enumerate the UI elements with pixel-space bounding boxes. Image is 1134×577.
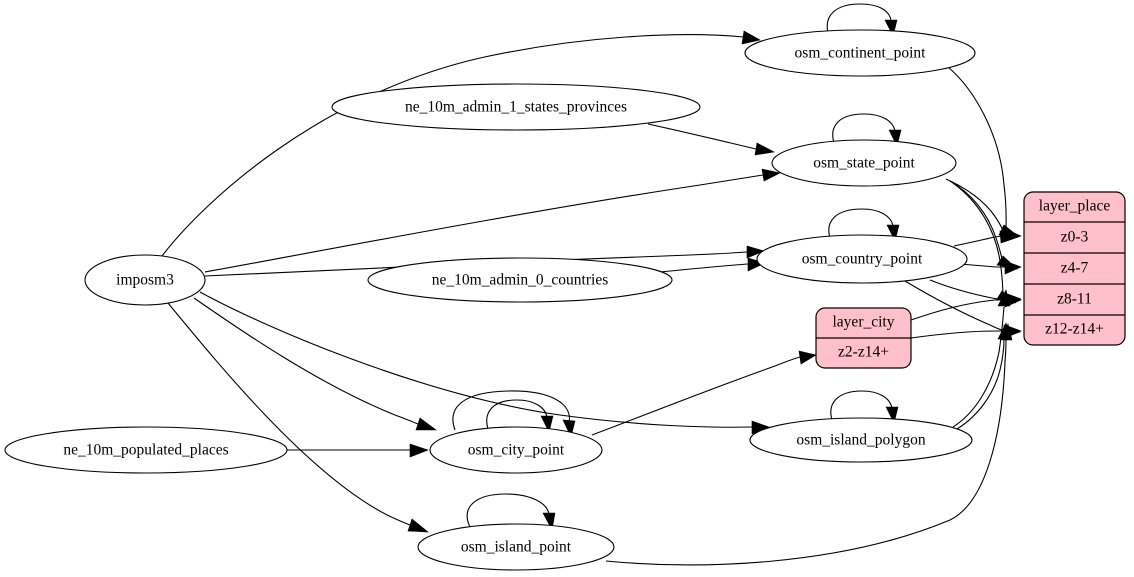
edge-osm-state-point-to-layer-place-z8-11: [952, 182, 1017, 304]
edge-osm-state-point-to-layer-place-z0-3: [945, 178, 1019, 237]
edge-imposm3-to-osm-island-polygon: [199, 291, 770, 435]
node-ne-10m-admin-1-states-provinces[interactable]: ne_10m_admin_1_states_provinces: [331, 83, 701, 131]
edge-imposm3-to-osm-city-point: [193, 297, 437, 431]
edge-osm-country-point-to-layer-place-z4-7: [959, 260, 1022, 275]
edge-osm-city-point-to-layer-city: [591, 350, 817, 436]
edge-imposm3-to-osm-island-point: [167, 302, 429, 533]
edge-ne-populated-to-osm-city-point: [287, 443, 429, 458]
edge-imposm3-to-osm-state-point: [204, 168, 781, 273]
node-osm-island-point[interactable]: osm_island_point: [417, 523, 615, 571]
node-ne-10m-admin-0-countries[interactable]: ne_10m_admin_0_countries: [367, 257, 673, 303]
edge-osm-island-polygon-to-layer-place-z8-11: [952, 289, 1011, 428]
edge-ne-admin0-to-osm-country-point: [659, 257, 766, 273]
edge-osm-continent-point-to-layer-place-z0-3: [947, 66, 1019, 244]
node-osm-country-point[interactable]: osm_country_point: [756, 234, 968, 284]
node-ne-10m-populated-places[interactable]: ne_10m_populated_places: [4, 426, 288, 474]
record-node-layer-place[interactable]: layer_place z0-3 z4-7 z8-11 z12-z14+: [1023, 191, 1126, 346]
node-osm-continent-point[interactable]: osm_continent_point: [744, 29, 976, 77]
edge-layer: [161, 3, 1022, 566]
edge-osm-island-point-to-layer-place-z12-z14: [605, 323, 1013, 566]
self-loop-osm-city-point: [486, 399, 554, 433]
node-layer: imposm3 ne_10m_admin_1_states_provinces …: [4, 29, 976, 571]
node-osm-island-polygon[interactable]: osm_island_polygon: [749, 417, 973, 463]
edge-imposm3-to-osm-continent-point: [161, 30, 761, 257]
edge-osm-country-point-to-layer-place-z0-3: [953, 228, 1022, 247]
node-osm-city-point[interactable]: osm_city_point: [429, 426, 603, 474]
record-node-layer-city[interactable]: layer_city z2-z14+: [815, 307, 912, 369]
node-osm-state-point[interactable]: osm_state_point: [771, 139, 957, 187]
node-imposm3[interactable]: imposm3: [84, 254, 206, 306]
edge-ne-admin1-to-osm-state-point: [647, 123, 775, 156]
